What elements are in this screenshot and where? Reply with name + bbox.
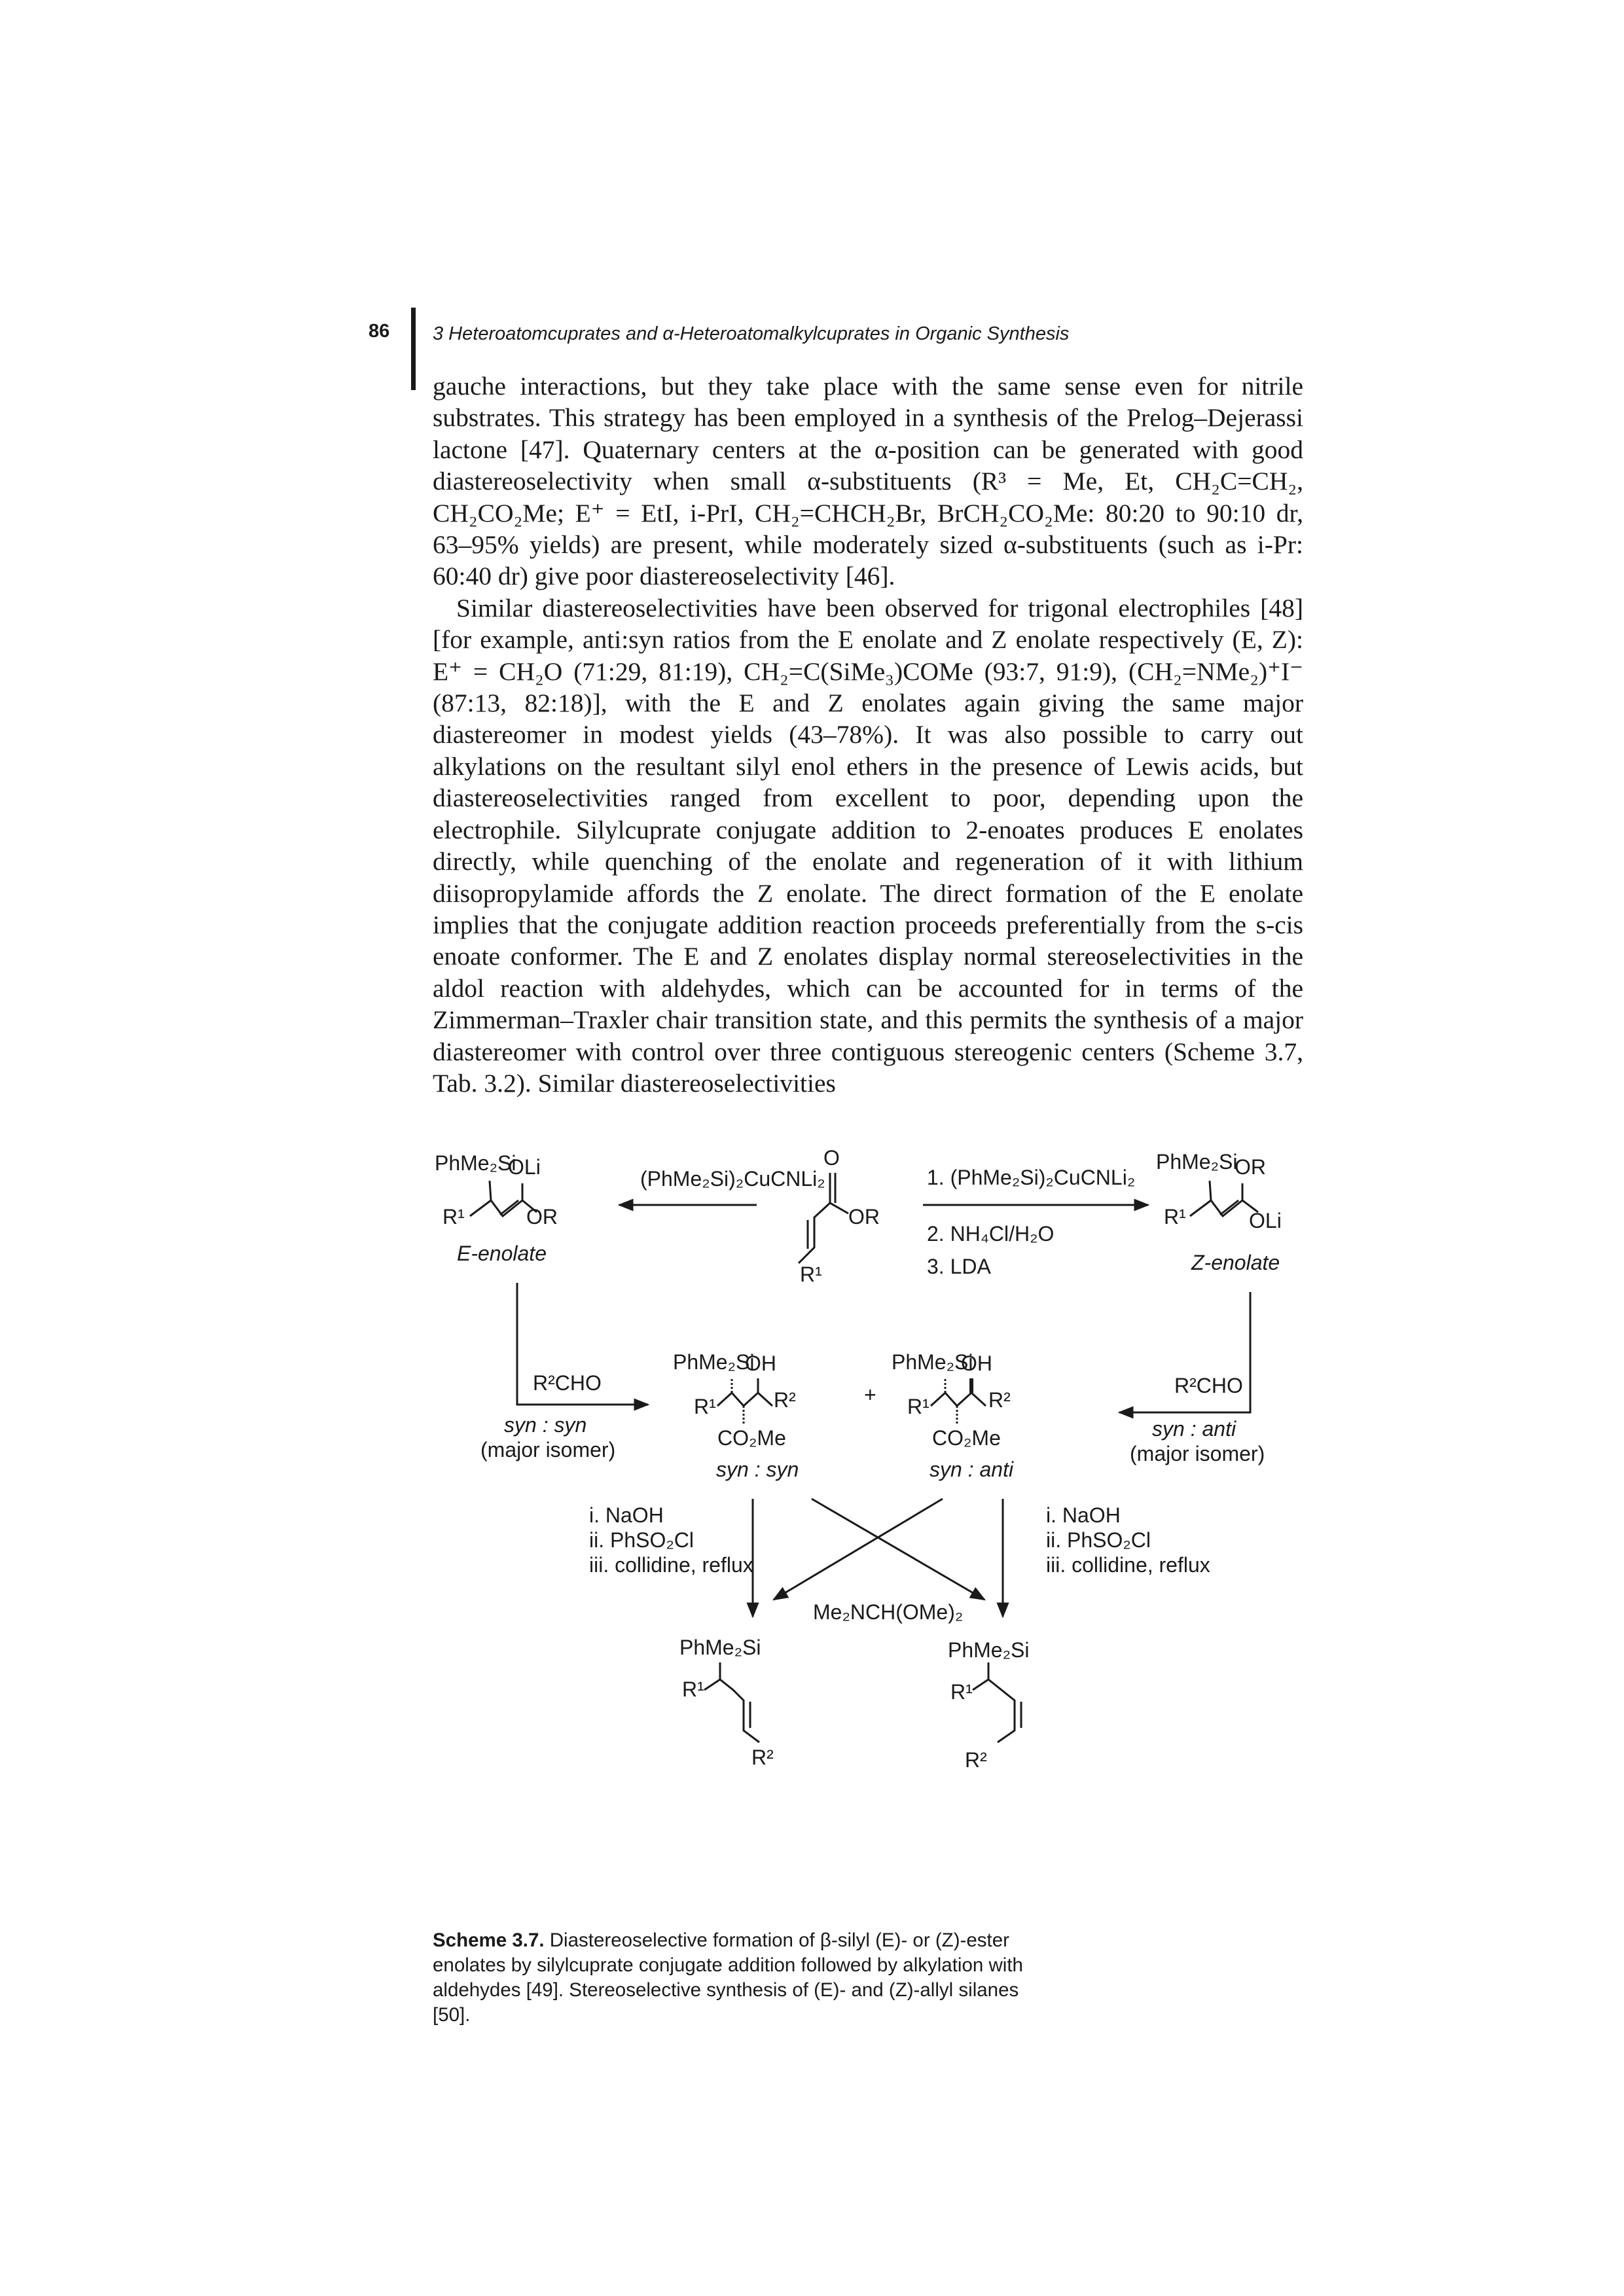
r1-label: R¹	[694, 1395, 716, 1418]
r1-label: R¹	[907, 1395, 929, 1418]
selectivity-label: syn : syn	[504, 1413, 586, 1437]
step-label: 3. LDA	[927, 1255, 991, 1278]
r1-label: R¹	[950, 1680, 973, 1704]
r2-label: R²	[988, 1388, 1011, 1412]
step-label: ii. PhSO₂Cl	[1046, 1528, 1151, 1552]
reaction-scheme: PhMe₂Si OLi R¹ OR E-enolate (PhMe₂Si)₂Cu…	[432, 1132, 1335, 1931]
cross-reagent-label: Me₂NCH(OMe)₂	[813, 1600, 963, 1624]
or-label: OR	[848, 1205, 880, 1229]
paragraph: gauche interactions, but they take place…	[433, 372, 1303, 591]
r1-label: R¹	[1164, 1205, 1186, 1229]
silyl-label: PhMe₂Si	[1156, 1150, 1237, 1174]
syn-anti-skeleton	[929, 1391, 987, 1408]
silyl-label: PhMe₂Si	[435, 1151, 516, 1175]
r1-label: R¹	[442, 1205, 465, 1229]
syn-syn-skeleton	[716, 1391, 774, 1408]
r2-label: R²	[774, 1388, 796, 1412]
e-enolate-label: E-enolate	[457, 1242, 547, 1265]
syn-anti-label: syn : anti	[929, 1458, 1014, 1481]
step-label: iii. collidine, reflux	[1046, 1553, 1210, 1577]
ester-label: CO₂Me	[717, 1426, 786, 1450]
e-allylsilane-skeleton	[719, 1662, 760, 1744]
oh-label: OH	[961, 1352, 992, 1375]
left-aldol-arrow	[516, 1283, 650, 1411]
plus-sign: +	[864, 1383, 876, 1407]
silyl-label: PhMe₂Si	[948, 1638, 1029, 1662]
step-label: 2. NH₄Cl/H₂O	[927, 1222, 1054, 1246]
z-enolate-skeleton	[1189, 1198, 1243, 1218]
ester-label: CO₂Me	[932, 1426, 1001, 1450]
step-label: i. NaOH	[1046, 1503, 1121, 1527]
cross-arrow-1	[811, 1498, 986, 1601]
step-label: i. NaOH	[589, 1503, 664, 1527]
body-text: gauche interactions, but they take place…	[433, 370, 1303, 1099]
z-allylsilane-skeleton	[987, 1662, 1016, 1744]
scheme-caption: Scheme 3.7. Diastereoselective formation…	[433, 1928, 1025, 2028]
aldehyde-label: R²CHO	[1174, 1374, 1243, 1397]
scheme-drawing: PhMe₂Si OLi R¹ OR E-enolate (PhMe₂Si)₂Cu…	[435, 1146, 1282, 1772]
header-rule	[411, 308, 416, 390]
enoate-skeleton	[797, 1202, 831, 1265]
silyl-label: PhMe₂Si	[673, 1350, 754, 1374]
caption-label: Scheme 3.7.	[433, 1929, 545, 1951]
step-label: iii. collidine, reflux	[589, 1553, 753, 1577]
syn-syn-label: syn : syn	[716, 1458, 799, 1481]
r2-label: R²	[965, 1748, 987, 1772]
r1-label: R¹	[682, 1677, 704, 1701]
caption-text: Diastereoselective formation of β-silyl …	[433, 1929, 1023, 2026]
major-isomer-label: (major isomer)	[480, 1438, 615, 1462]
major-isomer-label: (major isomer)	[1130, 1442, 1265, 1465]
oli-label: OLi	[1249, 1209, 1282, 1232]
e-enolate-skeleton	[469, 1198, 523, 1218]
aldehyde-label: R²CHO	[533, 1371, 602, 1395]
oli-label: OLi	[508, 1155, 541, 1179]
right-aldol-arrow	[1117, 1292, 1252, 1419]
or-label: OR	[526, 1205, 558, 1229]
or-label: OR	[1235, 1155, 1266, 1179]
r2-label: R²	[751, 1746, 774, 1769]
z-enolate-label: Z-enolate	[1191, 1251, 1280, 1274]
r1-label: R¹	[800, 1263, 822, 1286]
carbonyl-o-label: O	[823, 1146, 840, 1170]
oh-label: OH	[745, 1352, 776, 1375]
page-number: 86	[369, 321, 390, 342]
paragraph: Similar diastereoselectivities have been…	[433, 593, 1303, 1098]
silyl-label: PhMe₂Si	[679, 1636, 761, 1659]
step-label: 1. (PhMe₂Si)₂CuCNLi₂	[927, 1166, 1135, 1189]
cross-arrow-2	[772, 1498, 943, 1601]
silyl-label: PhMe₂Si	[892, 1350, 973, 1374]
selectivity-label: syn : anti	[1152, 1417, 1236, 1441]
step-label: ii. PhSO₂Cl	[589, 1528, 694, 1552]
left-reagent-label: (PhMe₂Si)₂CuCNLi₂	[640, 1167, 825, 1191]
running-header: 3 Heteroatomcuprates and α-Heteroatomalk…	[433, 323, 1070, 344]
